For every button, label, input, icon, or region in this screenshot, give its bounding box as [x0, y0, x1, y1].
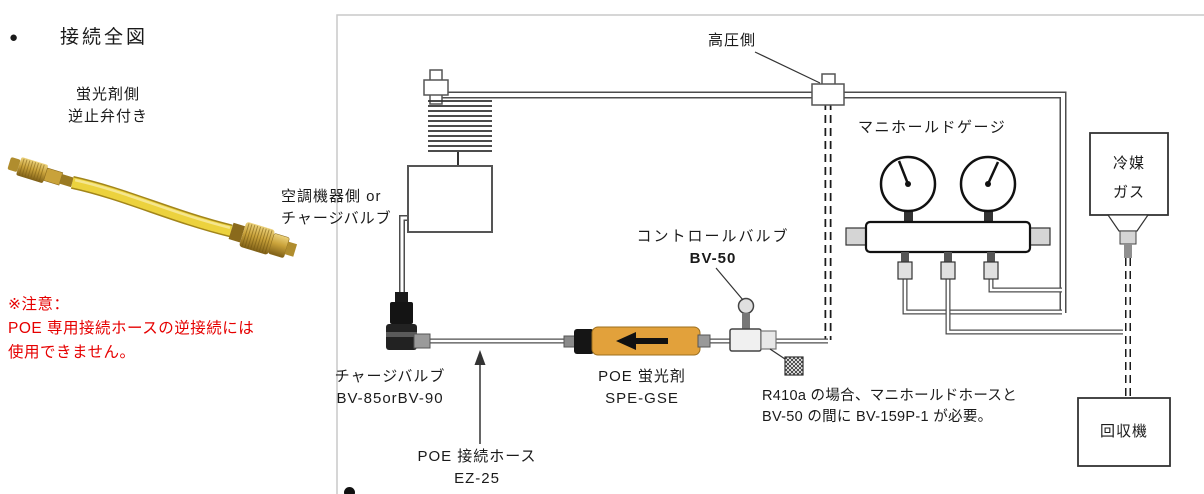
pointer-lines [479, 51, 821, 444]
pipes [399, 91, 1123, 335]
control-valve-model: BV-50 [689, 249, 737, 267]
refrigerant-tank [1089, 132, 1169, 258]
refrigerant-tank-line2: ガス [1112, 183, 1145, 201]
fluorescent-side-label: 蛍光剤側 逆止弁付き [46, 84, 170, 128]
tee-fitting [811, 73, 845, 106]
bv159-adapter [769, 348, 804, 376]
hose-name: POE 接続ホース [417, 448, 537, 465]
hose-arrow-head-icon [474, 350, 486, 365]
hose-model: EZ-25 [454, 469, 500, 487]
charge-valve-model: BV-85orBV-90 [336, 389, 444, 407]
warning-note: ※注意： POE 専用接続ホースの逆接続には 使用できません。 [8, 293, 254, 365]
coupler-side-line1: 空調機器側 or [281, 188, 382, 205]
coupler-side-line2: チャージバルブ [281, 209, 392, 227]
partial-bullet-icon [344, 487, 355, 494]
checkvalve-fitting [7, 157, 74, 188]
fluorescent-side-line1: 蛍光剤側 [75, 86, 140, 103]
hose-label: POE 接続ホース EZ-25 [417, 446, 537, 490]
coil-fins [428, 100, 492, 152]
refrigerant-tank-line1: 冷媒 [1112, 155, 1145, 172]
charge-valve-name: チャージバルブ [334, 368, 446, 385]
charge-valve-label: チャージバルブ BV-85orBV-90 [324, 366, 456, 410]
r410a-note-line1: R410a の場合、マニホールドホースと [762, 388, 1018, 404]
hose-photo [7, 157, 298, 258]
panel-border [336, 14, 1204, 494]
control-valve-name: コントロールバルブ [636, 228, 790, 245]
warning-line1: ※注意： [8, 296, 70, 313]
r410a-note-line2: BV-50 の間に BV-159P-1 が必要。 [762, 409, 993, 426]
warning-line2: POE 専用接続ホースの逆接続には [8, 320, 255, 338]
recovery-machine-label: 回収機 [1099, 423, 1148, 440]
control-valve-label: コントロールバルブ BV-50 [633, 226, 793, 270]
manifold-gauge [845, 155, 1051, 280]
dye-name: POE 蛍光剤 [598, 368, 686, 385]
r410a-note: R410a の場合、マニホールドホースと BV-50 の間に BV-159P-1… [762, 386, 1017, 428]
yellow-hose [70, 176, 233, 238]
charge-valve [386, 292, 431, 350]
manifold-gauge-label: マニホールドゲージ [858, 119, 1007, 136]
control-valve [729, 297, 777, 352]
quick-coupler [228, 222, 298, 258]
ac-unit [407, 69, 493, 233]
dye-model: SPE-GSE [605, 389, 679, 407]
recovery-machine [1077, 397, 1171, 467]
fluorescent-side-line2: 逆止弁付き [67, 107, 148, 125]
page-title: 接続全図 [60, 27, 149, 48]
warning-line3: 使用できません。 [8, 344, 136, 362]
high-pressure-label: 高圧側 [708, 32, 757, 49]
refrigerant-tank-label: 冷媒 ガス [1090, 150, 1168, 207]
flow-arrow-icon [616, 332, 636, 350]
section-bullet-icon: ● [9, 29, 20, 46]
dye-cylinder [563, 326, 711, 356]
dye-label: POE 蛍光剤 SPE-GSE [582, 366, 702, 410]
coupler-side-label: 空調機器側 or チャージバルブ [281, 186, 392, 230]
